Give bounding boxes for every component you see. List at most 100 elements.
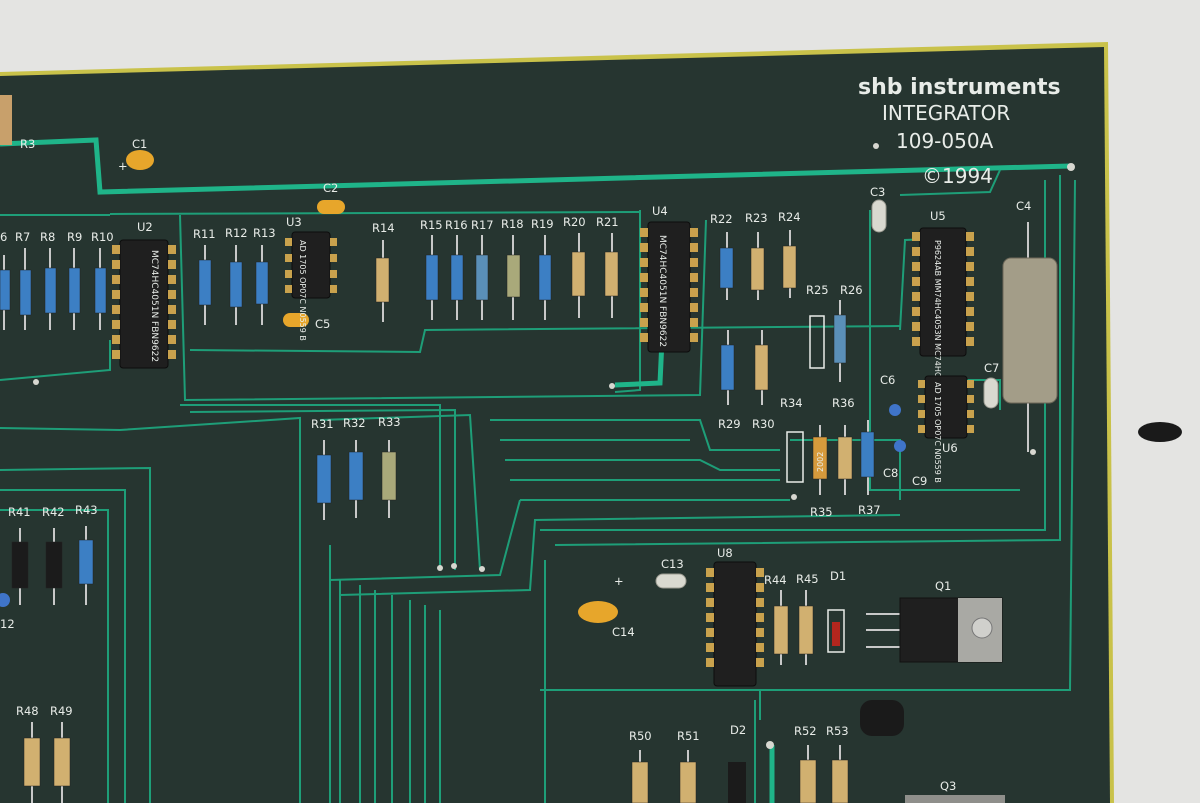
capacitor-pad-c13 xyxy=(655,573,687,589)
label-resistor: R44 xyxy=(764,573,787,587)
resistor xyxy=(229,245,243,325)
label-c13: C13 xyxy=(661,557,684,571)
chip-marking-u5: P9624AB MM74HC4053N MC74HC4053N xyxy=(933,240,942,404)
label-resistor: R49 xyxy=(50,704,73,718)
resistor xyxy=(94,248,107,330)
resistor xyxy=(571,233,586,318)
label-u5: U5 xyxy=(930,209,946,223)
resistor xyxy=(475,235,489,320)
label-q1: Q1 xyxy=(935,579,951,593)
label-resistor: R16 xyxy=(445,218,468,232)
label-u2: U2 xyxy=(137,220,153,234)
label-resistor: R14 xyxy=(372,221,395,235)
label-resistor: R23 xyxy=(745,211,768,225)
resistor-row-top xyxy=(0,230,797,330)
brand-text: shb instruments xyxy=(858,75,1061,100)
capacitor-c1 xyxy=(126,150,154,170)
label-resistor: R22 xyxy=(710,212,733,226)
label-c3: C3 xyxy=(870,185,885,199)
capacitor-c2 xyxy=(317,200,345,214)
product-text: INTEGRATOR xyxy=(882,101,1010,125)
label-resistor: R10 xyxy=(91,230,114,244)
label-resistor: R37 xyxy=(858,503,881,517)
capacitor-c4 xyxy=(1002,222,1058,452)
board-branding: shb instruments INTEGRATOR 109-050A ©199… xyxy=(858,75,1061,188)
resistor xyxy=(19,248,32,330)
resistor xyxy=(538,235,552,320)
capacitor-pad-c3 xyxy=(871,199,887,233)
resistor xyxy=(198,245,212,325)
resistor-labels-mid: R25 R26 R29 R30 R31 R32 R33 R34 R35 R36 … xyxy=(311,283,881,519)
label-resistor: R42 xyxy=(42,505,65,519)
label-resistor: R30 xyxy=(752,417,775,431)
label-c14: C14 xyxy=(612,625,635,639)
label-resistor: R32 xyxy=(343,416,366,430)
chip-u2: U2 MC74HC4051N FBN9622 xyxy=(112,220,176,369)
traces xyxy=(0,137,1076,803)
transistor-q3 xyxy=(905,795,1005,803)
label-resistor: R45 xyxy=(796,572,819,586)
capacitor-pad-c7 xyxy=(983,377,999,409)
capacitor-c5 xyxy=(283,313,309,327)
label-c6: C6 xyxy=(880,373,895,387)
chip-marking-u4: MC74HC4051N FBN9622 xyxy=(657,235,667,347)
resistor xyxy=(425,235,439,320)
label-resistor: R34 xyxy=(780,396,803,410)
label-c14-plus: + xyxy=(614,574,624,588)
resistor xyxy=(750,232,765,300)
resistor xyxy=(450,235,464,320)
label-resistor: R50 xyxy=(629,729,652,743)
vias xyxy=(33,143,1075,749)
label-u8: U8 xyxy=(717,546,733,560)
label-resistor: R43 xyxy=(75,503,98,517)
chip-u5: U5 P9624AB MM74HC4053N MC74HC4053N xyxy=(912,209,974,404)
label-c7: C7 xyxy=(984,361,999,375)
label-resistor: R24 xyxy=(778,210,801,224)
label-r3: R3 xyxy=(20,137,35,151)
label-resistor: R19 xyxy=(531,217,554,231)
label-resistor: R25 xyxy=(806,283,829,297)
resistor xyxy=(375,240,390,322)
resistor-group-low-left xyxy=(0,526,94,803)
label-resistor: R7 xyxy=(15,230,30,244)
transistor-q1 xyxy=(866,597,1003,663)
transistor-small xyxy=(860,700,904,736)
label-c4: C4 xyxy=(1016,199,1031,213)
resistor-labels-top: 6 R7 R8 R9 R10 R11 R12 R13 R14 R15 R16 R… xyxy=(0,210,801,244)
label-c12: 12 xyxy=(0,617,15,631)
capacitor-c14 xyxy=(578,601,618,623)
label-resistor: R20 xyxy=(563,215,586,229)
resistor xyxy=(44,248,57,330)
resistor xyxy=(506,235,521,320)
label-resistor: R35 xyxy=(810,505,833,519)
chip-u4: U4 MC74HC4051N FBN9622 xyxy=(640,204,698,353)
label-c9: C9 xyxy=(912,474,927,488)
label-resistor: R33 xyxy=(378,415,401,429)
label-u3: U3 xyxy=(286,215,302,229)
chip-u8: U8 xyxy=(706,546,764,687)
label-d2: D2 xyxy=(730,723,746,737)
label-c5: C5 xyxy=(315,317,330,331)
resistor-group-mid xyxy=(316,300,875,520)
chip-marking-u2: MC74HC4051N FBN9622 xyxy=(149,250,159,362)
label-resistor: R31 xyxy=(311,417,334,431)
label-resistor: R18 xyxy=(501,217,524,231)
resistor-marking-r35: 2002 xyxy=(816,452,825,472)
part-number-text: 109-050A xyxy=(896,129,994,153)
label-c1: C1 xyxy=(132,137,147,151)
chip-marking-u3: AD 1705 OP07C N0559 B xyxy=(298,240,307,341)
resistor xyxy=(604,233,619,318)
label-resistor: R12 xyxy=(225,226,248,240)
label-resistor: R51 xyxy=(677,729,700,743)
pcb-board xyxy=(0,47,1110,803)
label-c1-plus: + xyxy=(118,159,128,173)
label-resistor: R26 xyxy=(840,283,863,297)
resistor xyxy=(68,248,81,330)
resistor-r3 xyxy=(0,95,12,145)
label-resistor: R15 xyxy=(420,218,443,232)
label-resistor: R53 xyxy=(826,724,849,738)
resistor xyxy=(0,255,11,330)
resistor-labels-low: R41 R42 R43 R44 R45 R48 R49 R50 R51 R52 … xyxy=(8,503,849,743)
label-resistor: R48 xyxy=(16,704,39,718)
